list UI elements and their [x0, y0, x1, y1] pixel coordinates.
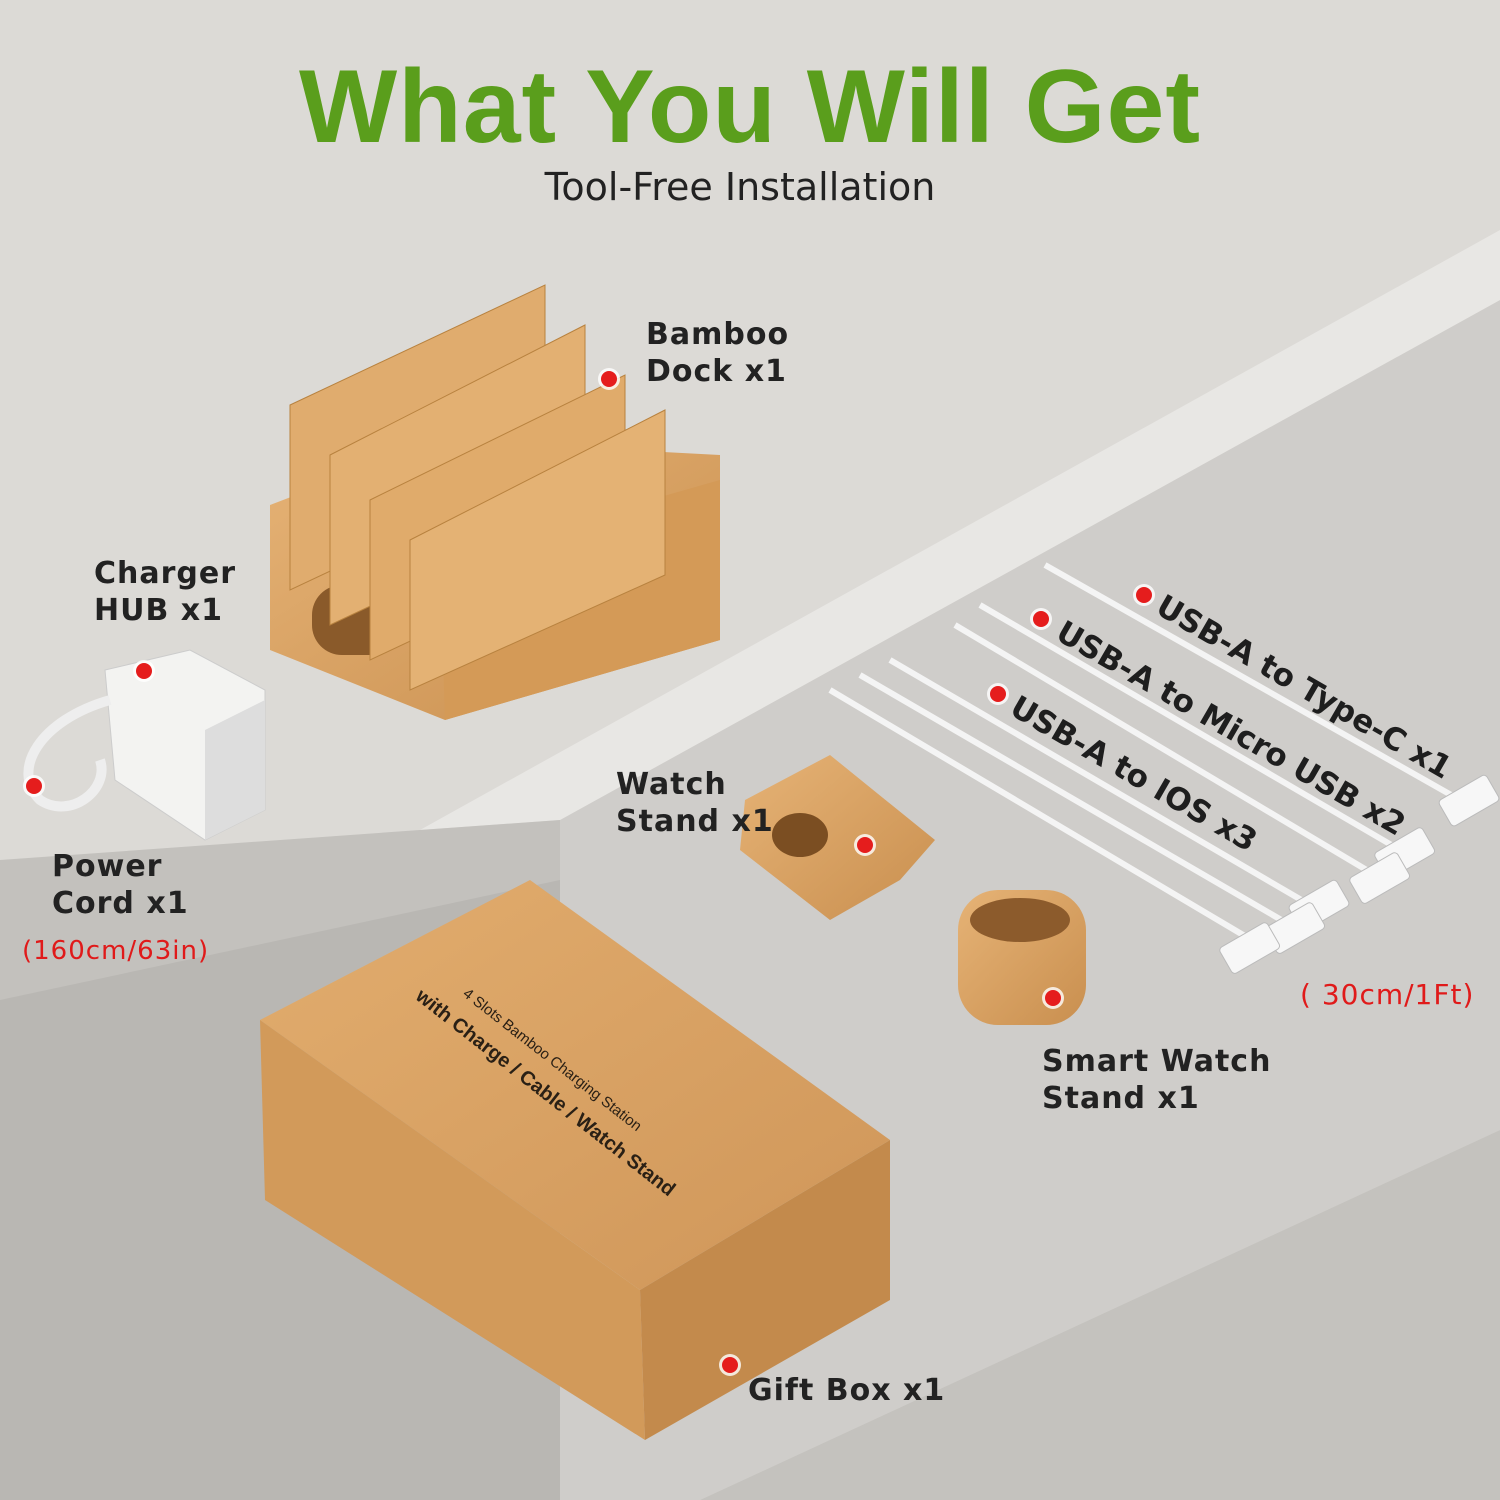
watch-stand-label: Watch Stand x1 — [616, 766, 774, 840]
marker-dot — [26, 778, 42, 794]
label-line: Bamboo — [646, 317, 790, 352]
power-cord-label: Power Cord x1 — [52, 848, 189, 922]
label-line: Cord x1 — [52, 886, 189, 921]
charger-hub-label: Charger HUB x1 — [94, 555, 236, 629]
gift-box — [260, 880, 890, 1440]
marker-dot — [857, 837, 873, 853]
marker-dot — [722, 1357, 738, 1373]
usb-connectors — [1219, 774, 1500, 974]
label-line: Dock x1 — [646, 354, 787, 389]
marker-dot — [1033, 611, 1049, 627]
marker-dot — [136, 663, 152, 679]
gift-box-label: Gift Box x1 — [748, 1373, 946, 1408]
charger-hub — [23, 649, 266, 841]
page-subtitle: Tool-Free Installation — [544, 165, 936, 209]
label-line: Charger — [94, 556, 237, 591]
marker-dot — [1045, 990, 1061, 1006]
label-line: Stand x1 — [1042, 1081, 1200, 1116]
bamboo-dock — [270, 284, 720, 720]
label-line: Watch — [616, 767, 727, 802]
label-line: HUB x1 — [94, 593, 224, 628]
label-line: Stand x1 — [616, 804, 774, 839]
page-title: What You Will Get — [299, 49, 1201, 165]
marker-dot — [990, 686, 1006, 702]
smart-watch-stand — [958, 890, 1086, 1025]
label-line: Smart Watch — [1042, 1044, 1272, 1079]
cable-length: ( 30cm/1Ft) — [1300, 978, 1475, 1011]
cables — [828, 562, 1462, 948]
label-line: Power — [52, 849, 163, 884]
marker-dot — [1136, 587, 1152, 603]
bamboo-dock-label: Bamboo Dock x1 — [646, 316, 789, 390]
power-cord-length: (160cm/63in) — [22, 936, 210, 966]
marker-dot — [601, 371, 617, 387]
watch-stand — [740, 755, 935, 920]
smart-watch-stand-label: Smart Watch Stand x1 — [1042, 1043, 1271, 1117]
